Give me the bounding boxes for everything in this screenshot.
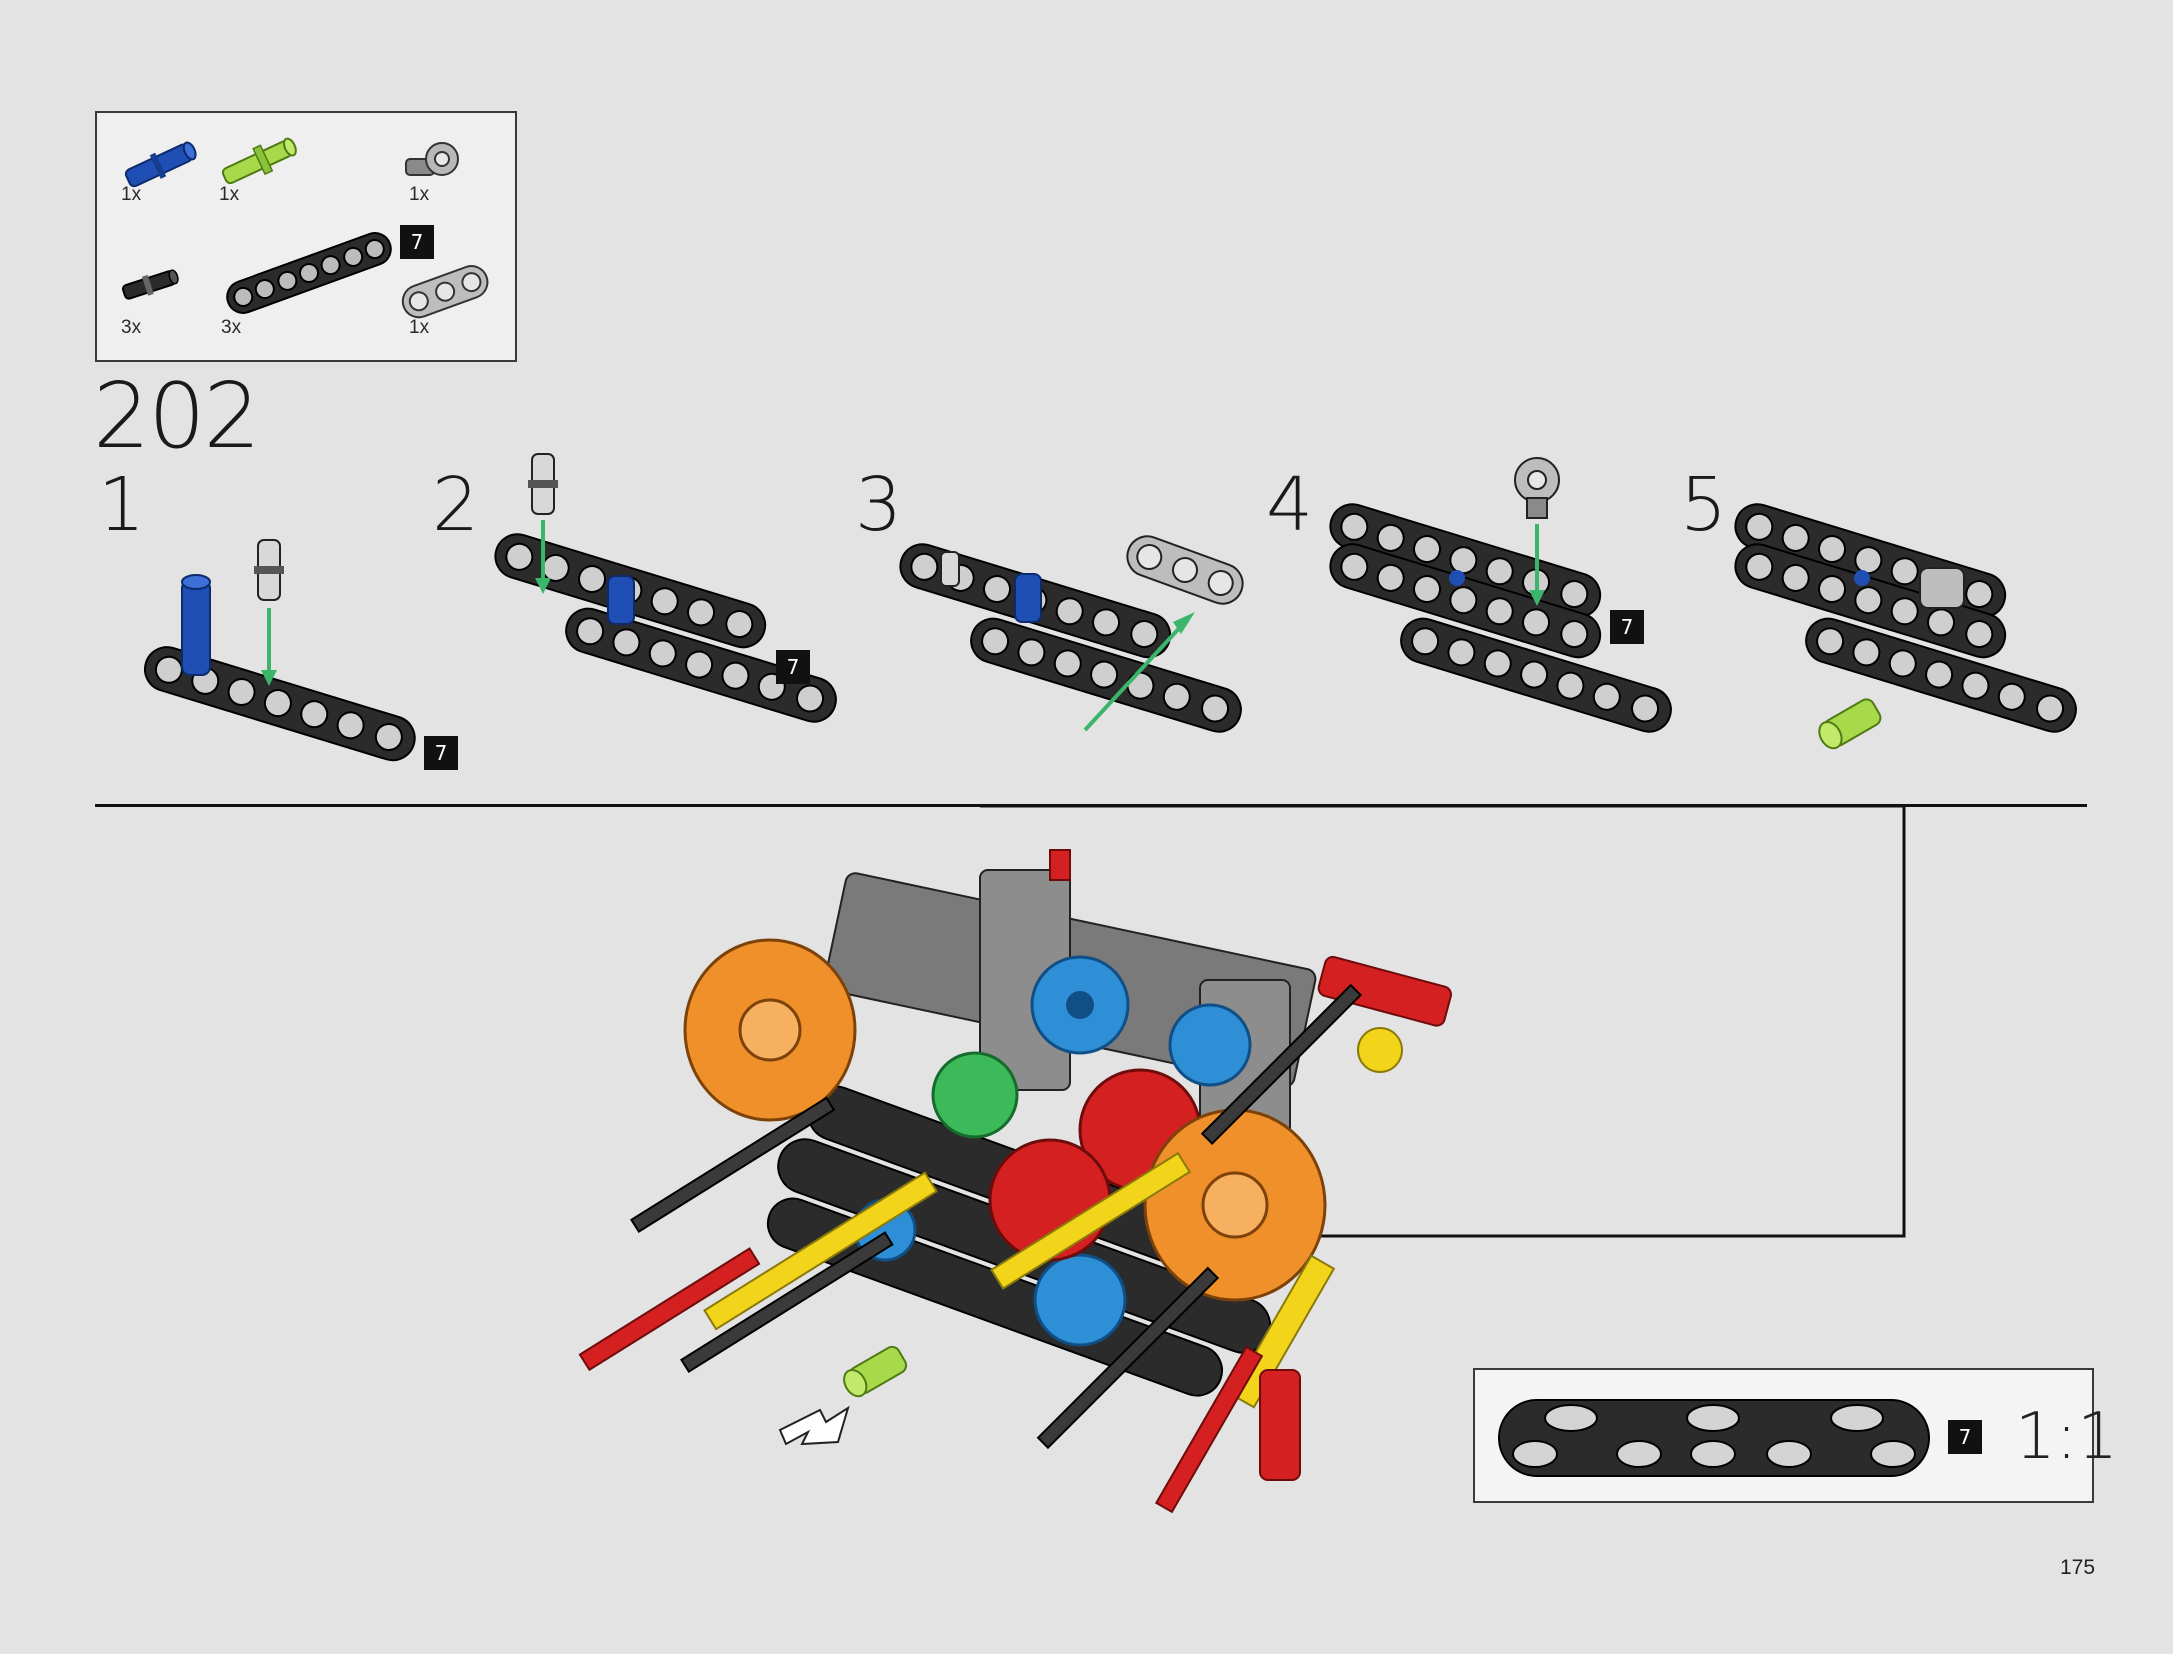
substep-5-illustration (1734, 503, 2077, 750)
lime-axle-pin-icon (221, 137, 297, 185)
main-assembly-illustration (578, 849, 1452, 1514)
parts-list-box: 1x 1x 1x 3x (95, 111, 517, 362)
length-badge: 7 (400, 225, 434, 259)
substep-1-illustration (143, 539, 416, 762)
gray-connector-icon (405, 142, 459, 176)
scale-reference-box: 7 1:1 (1473, 1368, 2118, 1503)
part-qty: 1x (409, 317, 430, 338)
black-pin-icon (121, 269, 179, 300)
black-beam-7-icon (226, 232, 392, 314)
main-step-number: 202 (93, 364, 261, 469)
scale-label: 1:1 (2015, 1400, 2118, 1474)
part-qty: 1x (409, 184, 430, 205)
length-badge: 7 (776, 650, 810, 684)
substep-number: 5 (1680, 462, 1728, 548)
page-number: 175 (2060, 1556, 2096, 1579)
part-qty: 1x (219, 184, 240, 205)
substep-number: 3 (855, 462, 903, 548)
length-badge: 7 (424, 736, 458, 770)
length-badge: 7 (1610, 610, 1644, 644)
substep-number: 1 (98, 462, 146, 548)
black-beam-7-scale-icon (1498, 1399, 1930, 1477)
substep-2-illustration (494, 453, 837, 723)
substep-4-illustration (1329, 457, 1672, 733)
part-qty: 3x (121, 317, 142, 338)
blue-pin-icon (124, 141, 197, 188)
part-qty: 1x (121, 184, 142, 205)
gray-beam-3-icon (401, 265, 489, 319)
part-qty: 3x (221, 317, 242, 338)
substep-number: 2 (432, 462, 480, 548)
substep-3-illustration (899, 535, 1244, 733)
length-badge: 7 (1948, 1420, 1982, 1454)
substep-number: 4 (1266, 462, 1314, 548)
